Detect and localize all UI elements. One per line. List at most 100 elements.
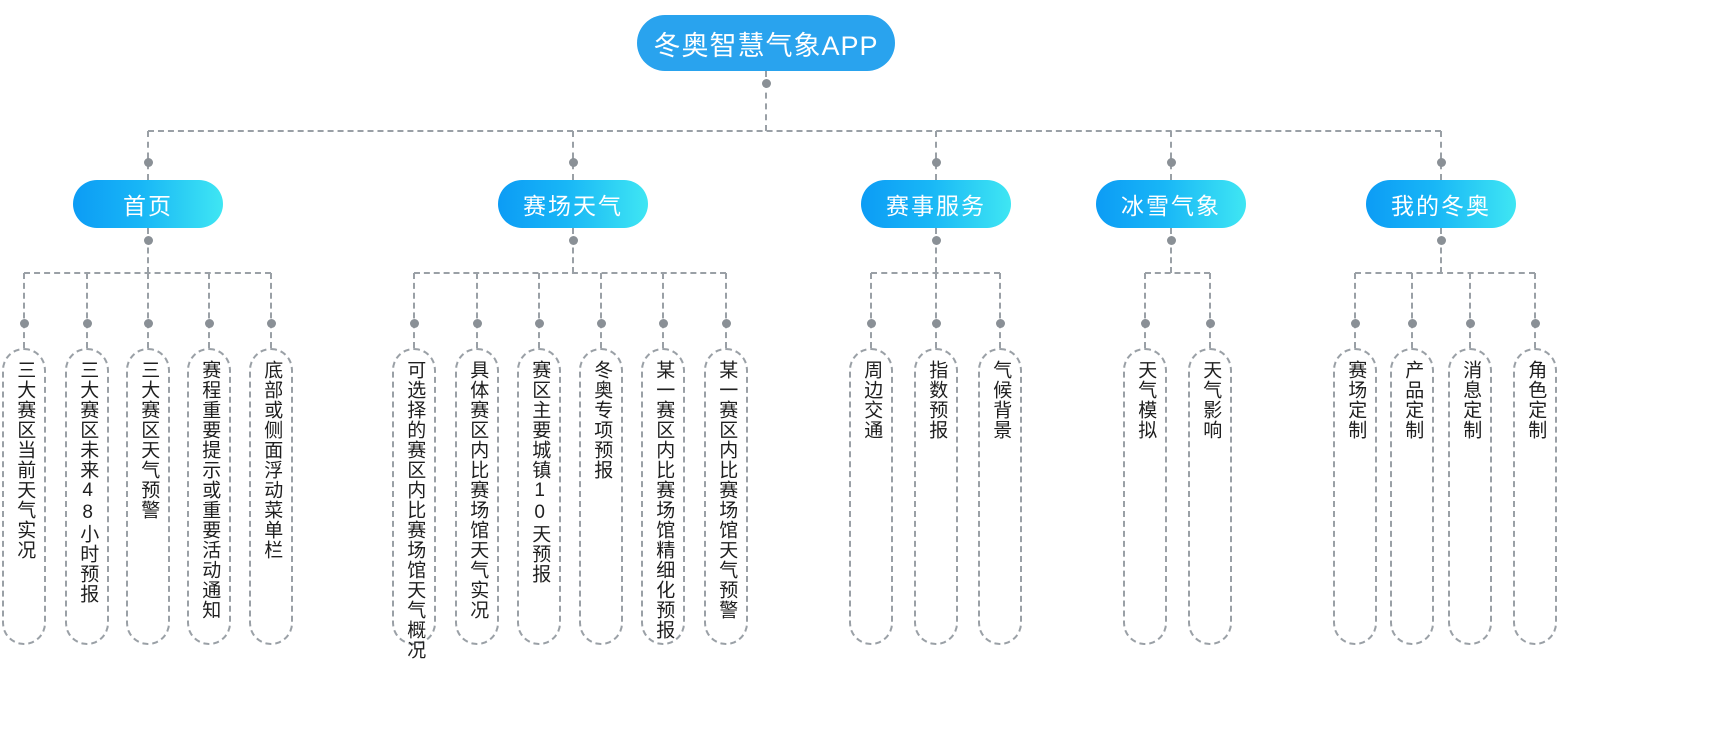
category-drop-2: [935, 228, 937, 273]
category-node-label: 我的冬奥: [1391, 193, 1491, 219]
category-stem-4: [1440, 131, 1442, 180]
root-stem-dot: [761, 78, 771, 88]
leaf-bus-3: [1145, 272, 1210, 274]
leaf-node-4-3[interactable]: 角色定制: [1513, 348, 1557, 645]
category-stem-2: [935, 131, 937, 180]
category-node-0[interactable]: 首页: [73, 180, 223, 228]
leaf-node-1-2[interactable]: 赛区主要城镇10天预报: [517, 348, 561, 645]
category-node-4[interactable]: 我的冬奥: [1366, 180, 1516, 228]
leaf-node-4-0[interactable]: 赛场定制: [1333, 348, 1377, 645]
leaf-stem-0-4: [270, 273, 272, 348]
category-stem-dot-1: [568, 157, 578, 167]
leaf-stem-4-2: [1469, 273, 1471, 348]
root-node-label: 冬奥智慧气象APP: [653, 30, 879, 61]
leaf-node-2-0[interactable]: 周边交通: [849, 348, 893, 645]
leaf-stem-dot-1-2: [534, 318, 544, 328]
leaf-stem-dot-0-2: [143, 318, 153, 328]
category-drop-1: [572, 228, 574, 273]
leaf-stem-1-4: [662, 273, 664, 348]
category-stem-dot-2: [931, 157, 941, 167]
category-node-3[interactable]: 冰雪气象: [1096, 180, 1246, 228]
leaf-node-0-4[interactable]: 底部或侧面浮动菜单栏: [249, 348, 293, 645]
leaf-node-4-2[interactable]: 消息定制: [1448, 348, 1492, 645]
leaf-stem-dot-1-1: [472, 318, 482, 328]
category-node-label: 首页: [123, 193, 173, 219]
leaf-stem-dot-1-4: [658, 318, 668, 328]
category-stem-1: [572, 131, 574, 180]
leaf-node-label: 产品定制: [1402, 360, 1424, 440]
leaf-stem-dot-4-0: [1350, 318, 1360, 328]
leaf-stem-dot-2-1: [931, 318, 941, 328]
leaf-node-0-2[interactable]: 三大赛区天气预警: [126, 348, 170, 645]
leaf-stem-dot-2-0: [866, 318, 876, 328]
leaf-node-1-0[interactable]: 可选择的赛区内比赛场馆天气概况: [392, 348, 436, 660]
category-drop-4: [1440, 228, 1442, 273]
leaf-stem-4-1: [1411, 273, 1413, 348]
leaf-stem-dot-4-2: [1465, 318, 1475, 328]
leaf-stem-0-0: [23, 273, 25, 348]
leaf-bus-4: [1355, 272, 1535, 274]
leaf-stem-dot-4-3: [1530, 318, 1540, 328]
category-stem-dot-0: [143, 157, 153, 167]
category-node-1[interactable]: 赛场天气: [498, 180, 648, 228]
leaf-stem-2-2: [999, 273, 1001, 348]
category-drop-dot-1: [568, 235, 578, 245]
category-node-label: 冰雪气象: [1121, 193, 1221, 219]
leaf-stem-1-5: [725, 273, 727, 348]
leaf-node-0-3[interactable]: 赛程重要提示或重要活动通知: [187, 348, 231, 645]
leaf-stem-0-3: [208, 273, 210, 348]
category-node-2[interactable]: 赛事服务: [861, 180, 1011, 228]
leaf-node-label: 气候背景: [990, 360, 1012, 440]
leaf-node-3-0[interactable]: 天气模拟: [1123, 348, 1167, 645]
leaf-stem-1-1: [476, 273, 478, 348]
leaf-stem-dot-2-2: [995, 318, 1005, 328]
leaf-node-0-1[interactable]: 三大赛区未来48小时预报: [65, 348, 109, 645]
leaf-stem-2-1: [935, 273, 937, 348]
leaf-node-label: 赛场定制: [1345, 360, 1367, 440]
category-drop-dot-2: [931, 235, 941, 245]
leaf-stem-dot-4-1: [1407, 318, 1417, 328]
leaf-stem-1-0: [413, 273, 415, 348]
leaf-stem-1-3: [600, 273, 602, 348]
leaf-node-label: 三大赛区未来48小时预报: [77, 360, 99, 604]
leaf-node-label: 三大赛区当前天气实况: [14, 360, 36, 560]
leaf-node-0-0[interactable]: 三大赛区当前天气实况: [2, 348, 46, 645]
leaf-node-1-3[interactable]: 冬奥专项预报: [579, 348, 623, 645]
category-drop-dot-0: [143, 235, 153, 245]
leaf-stem-1-2: [538, 273, 540, 348]
leaf-stem-dot-0-4: [266, 318, 276, 328]
leaf-node-label: 某一赛区内比赛场馆天气预警: [716, 360, 738, 620]
leaf-stem-dot-1-3: [596, 318, 606, 328]
leaf-stem-dot-0-1: [82, 318, 92, 328]
leaf-node-1-4[interactable]: 某一赛区内比赛场馆精细化预报: [641, 348, 685, 645]
leaf-stem-dot-1-0: [409, 318, 419, 328]
leaf-node-2-2[interactable]: 气候背景: [978, 348, 1022, 645]
leaf-stem-dot-3-0: [1140, 318, 1150, 328]
leaf-node-label: 底部或侧面浮动菜单栏: [261, 360, 283, 560]
leaf-node-label: 三大赛区天气预警: [138, 360, 160, 520]
leaf-stem-3-0: [1144, 273, 1146, 348]
leaf-node-1-1[interactable]: 具体赛区内比赛场馆天气实况: [455, 348, 499, 645]
leaf-node-label: 具体赛区内比赛场馆天气实况: [467, 360, 489, 620]
leaf-stem-2-0: [870, 273, 872, 348]
leaf-stem-dot-3-1: [1205, 318, 1215, 328]
leaf-node-1-5[interactable]: 某一赛区内比赛场馆天气预警: [704, 348, 748, 645]
leaf-node-label: 指数预报: [926, 360, 948, 440]
leaf-stem-0-2: [147, 273, 149, 348]
leaf-node-label: 角色定制: [1525, 360, 1547, 440]
category-stem-0: [147, 131, 149, 180]
leaf-node-label: 天气模拟: [1135, 360, 1157, 440]
leaf-stem-dot-0-0: [19, 318, 29, 328]
leaf-node-label: 赛区主要城镇10天预报: [529, 360, 551, 584]
leaf-node-3-1[interactable]: 天气影响: [1188, 348, 1232, 645]
leaf-node-label: 天气影响: [1200, 360, 1222, 440]
level2-bus: [148, 130, 1441, 132]
leaf-node-2-1[interactable]: 指数预报: [914, 348, 958, 645]
leaf-node-4-1[interactable]: 产品定制: [1390, 348, 1434, 645]
root-node[interactable]: 冬奥智慧气象APP: [637, 15, 895, 71]
leaf-stem-0-1: [86, 273, 88, 348]
leaf-node-label: 可选择的赛区内比赛场馆天气概况: [404, 360, 426, 660]
leaf-node-label: 消息定制: [1460, 360, 1482, 440]
leaf-node-label: 某一赛区内比赛场馆精细化预报: [653, 360, 675, 640]
